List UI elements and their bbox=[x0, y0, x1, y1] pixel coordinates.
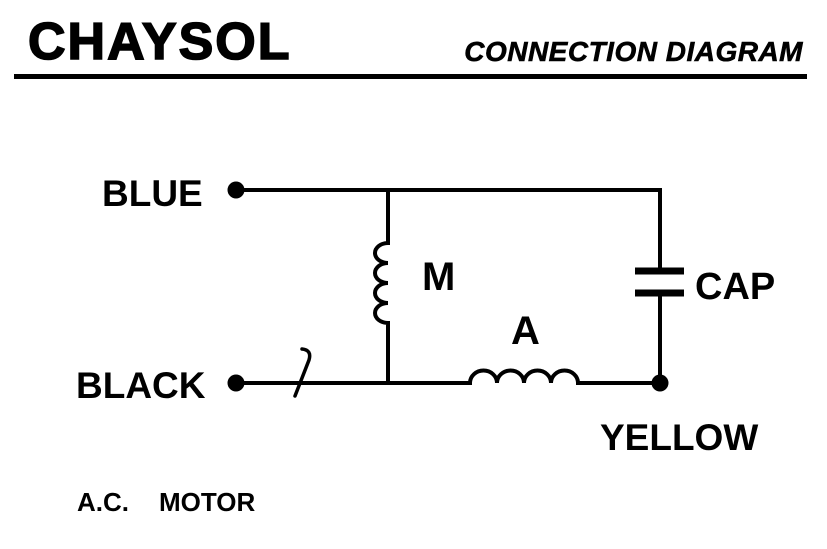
header-divider bbox=[14, 74, 807, 79]
black-terminal-dot bbox=[227, 374, 245, 392]
main-winding-label: M bbox=[422, 255, 456, 299]
top-wire bbox=[234, 188, 662, 269]
yellow-terminal-dot bbox=[651, 374, 669, 392]
footer-motor-text: MOTOR bbox=[159, 487, 256, 517]
blue-wire-label: BLUE bbox=[102, 173, 203, 214]
footer-ac-text: A.C. bbox=[77, 487, 129, 517]
aux-winding-coil bbox=[467, 368, 581, 386]
blue-terminal-dot bbox=[227, 181, 245, 199]
capacitor-label: CAP bbox=[695, 266, 776, 308]
aux-winding-label: A bbox=[511, 309, 540, 353]
black-wire-label: BLACK bbox=[76, 365, 206, 406]
footer-caption: A.C. MOTOR bbox=[77, 489, 255, 515]
switch-blade-icon bbox=[293, 347, 312, 398]
yellow-wire-label: YELLOW bbox=[600, 417, 759, 458]
main-winding-coil bbox=[373, 188, 390, 385]
brand-logo-text: CHAYSOL bbox=[27, 13, 292, 71]
page-title: CONNECTION DIAGRAM bbox=[464, 36, 803, 67]
